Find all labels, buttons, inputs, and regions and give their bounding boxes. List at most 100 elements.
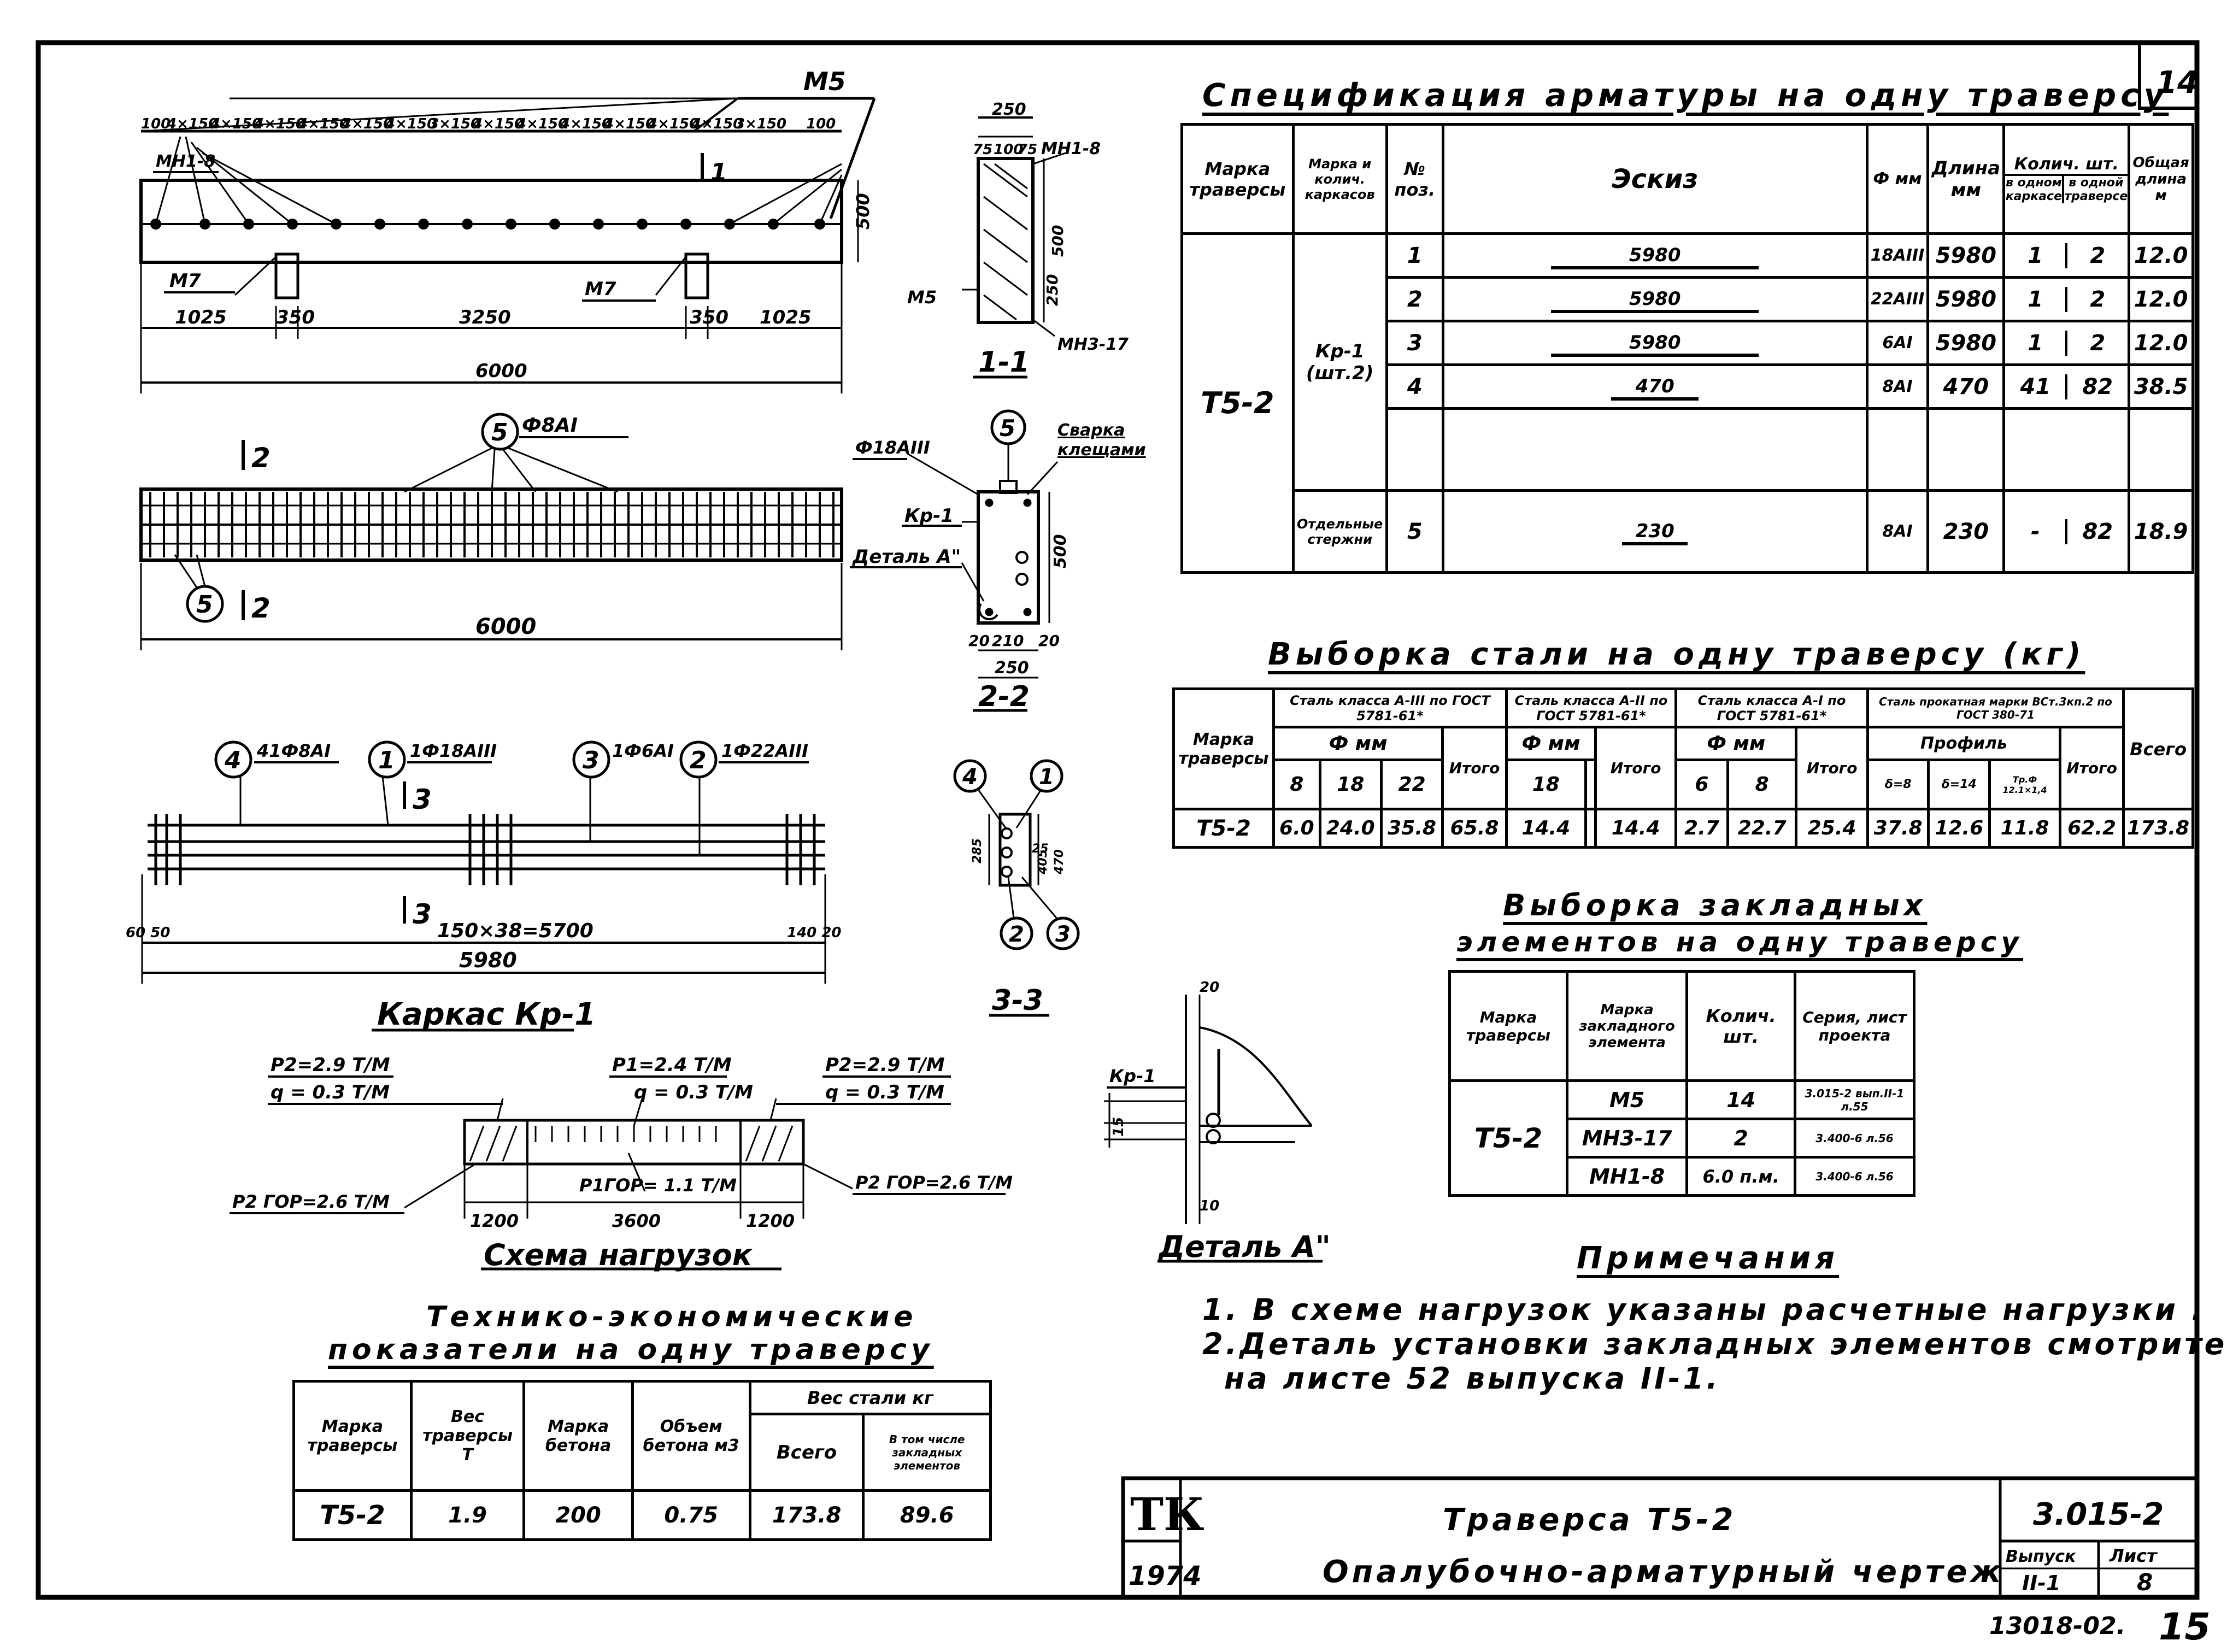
section22-bar: Ф18АIII [855, 437, 930, 458]
section33-d2: 25 [1032, 842, 1049, 856]
embedded-ref: 3.400-6 л.56 [1793, 1156, 1916, 1197]
spec-pos: 2 [1385, 276, 1444, 322]
steel-group-a2: Сталь класса А-II по ГОСТ 5781-61* [1505, 687, 1678, 728]
dim-right: 1025 [760, 307, 812, 328]
frame-label-1: 1Ф18АIII [410, 740, 497, 761]
section11-part-b: 100 [994, 142, 1023, 158]
beam-elevation: M5 [139, 67, 876, 393]
load-q-left: q = 0.3 Т/М [271, 1081, 390, 1103]
spacing-label: 100 [141, 116, 171, 132]
steel-head-dia-a3: Ф мм [1272, 726, 1444, 761]
steel-val: 11.8 [1988, 808, 2062, 849]
spec-qty: -82 [2002, 489, 2131, 574]
embedded-head-mark: Марка траверсы [1448, 970, 1568, 1082]
spec-len: 5980 [1926, 276, 2006, 322]
tei-title-1: Технико-экономические [426, 1301, 918, 1333]
steel-val: 37.8 [1866, 808, 1930, 849]
section11-caption: 1-1 [978, 346, 1030, 379]
note-3: на листе 52 выпуска II-1. [1224, 1361, 1720, 1396]
steel-val-total: 25.4 [1795, 808, 1869, 849]
spacing-label: 4×150 [603, 116, 655, 132]
stamp-year: 1974 [1129, 1561, 1202, 1591]
stamp-title-1: Траверса Т5-2 [1443, 1502, 1736, 1538]
section-3-3 [953, 759, 1080, 1017]
embedded-head-element: Марка закладного элемента [1565, 970, 1689, 1082]
plan-total: 6000 [475, 614, 536, 639]
spec-len: 5980 [1926, 232, 2006, 279]
stamp-sheet-label: Лист [2109, 1545, 2158, 1566]
frame-total: 5980 [459, 948, 517, 972]
dim-total: 6000 [475, 360, 527, 382]
beam-mark-m5: M5 [803, 67, 846, 96]
notes-title: Примечания [1577, 1241, 1840, 1276]
spec-table: Марка траверсы Марка и колич. каркасов №… [1180, 123, 2194, 574]
spec-empty-cell [2002, 407, 2131, 492]
section33-circle-3: 3 [1055, 922, 1071, 947]
spec-head-mark: Марка траверсы [1180, 123, 1295, 235]
spec-frame-label: Кр-1 (шт.2) [1291, 232, 1388, 492]
steel-table: Марка траверсы Сталь класса А-III по ГОС… [1172, 687, 2194, 849]
section11-part-a: 75 [973, 142, 992, 158]
spec-head-qty-beam: в одной траверсе [2064, 176, 2128, 203]
spec-len: 470 [1926, 363, 2006, 410]
load-p1: P1=2.4 Т/М [612, 1054, 732, 1076]
embedded-head-qty: Колич. шт. [1685, 970, 1796, 1082]
spec-pos: 3 [1385, 320, 1444, 366]
frame-section-3-bottom: 3 [413, 898, 432, 930]
frame-right-dims: 140 20 [787, 925, 842, 941]
tei-head-steel: Вес стали кг [748, 1380, 992, 1415]
steel-val-total: 62.2 [2059, 808, 2125, 849]
spec-qty-frame: 1 [2005, 330, 2068, 356]
load-dim-mid: 3600 [612, 1210, 661, 1231]
spec-qty-beam: 2 [2090, 330, 2106, 356]
frame-kr1 [141, 740, 826, 1032]
detail-a-d-mid: 15 [1110, 1117, 1127, 1137]
tei-val-mark: Т5-2 [292, 1489, 413, 1541]
tei-title-2: показатели на одну траверсу [328, 1333, 934, 1366]
steel-val-total: 14.4 [1594, 808, 1678, 849]
steel-row-mark: Т5-2 [1172, 808, 1275, 849]
spec-empty-cell [1385, 407, 1444, 492]
embedded-title-2: элементов на одну траверсу [1456, 926, 2023, 958]
spec-sketch-len: 470 [1611, 375, 1699, 401]
tei-val-concrete: 200 [522, 1489, 634, 1541]
dim-plate-right: 350 [690, 307, 728, 328]
section11-part-c: 75 [1018, 142, 1037, 158]
section33-d3: 405 [1036, 849, 1050, 875]
sheet-number: 14 [2156, 65, 2199, 101]
load-q-right: q = 0.3 Т/М [825, 1081, 944, 1103]
spec-qty-beam: 82 [2082, 519, 2113, 544]
stamp-issue: II-1 [2022, 1571, 2061, 1595]
section22-h500: 500 [1051, 534, 1070, 568]
detail-a [1104, 995, 1323, 1263]
dim-plate-left: 350 [276, 307, 315, 328]
tei-val-volume: 0.75 [631, 1489, 751, 1541]
spec-sketch-len: 5980 [1551, 288, 1759, 313]
steel-val-grand-total: 173.8 [2122, 808, 2194, 849]
section22-total: 250 [995, 659, 1029, 678]
steel-col: 8 [1726, 759, 1798, 810]
tei-head-embedded: В том числе закладных элементов [862, 1413, 992, 1492]
embedded-title-1: Выборка закладных [1503, 888, 1928, 922]
spec-sep-label: Отдельные стержни [1291, 489, 1388, 574]
steel-val: 24.0 [1318, 808, 1383, 849]
spec-total-len: 12.0 [2128, 276, 2194, 322]
steel-head-dia-a1: Ф мм [1674, 726, 1798, 761]
spec-head-dia: Ф мм [1865, 123, 1930, 235]
steel-title: Выборка стали на одну траверсу (кг) [1268, 637, 2085, 672]
embedded-qty: 14 [1685, 1079, 1796, 1120]
section11-mn18: МН1-8 [1041, 139, 1101, 158]
section33-d1: 285 [971, 838, 984, 863]
section22-kr: Кр-1 [904, 505, 954, 527]
m7-left-label: М7 [169, 270, 201, 292]
frame-label-4: 41Ф8АI [256, 740, 331, 761]
spec-qty-beam: 2 [2090, 243, 2106, 268]
steel-head-itogo-a2: Итого [1594, 726, 1678, 810]
detail-a-d-top: 20 [1200, 979, 1219, 996]
section22-circle-5: 5 [1000, 415, 1015, 442]
load-p2-left-bottom: P2 ГОР=2.6 Т/М [232, 1191, 390, 1212]
spec-qty-beam: 2 [2090, 286, 2106, 312]
dim-left: 1025 [175, 307, 227, 328]
steel-col-empty [1584, 759, 1597, 810]
